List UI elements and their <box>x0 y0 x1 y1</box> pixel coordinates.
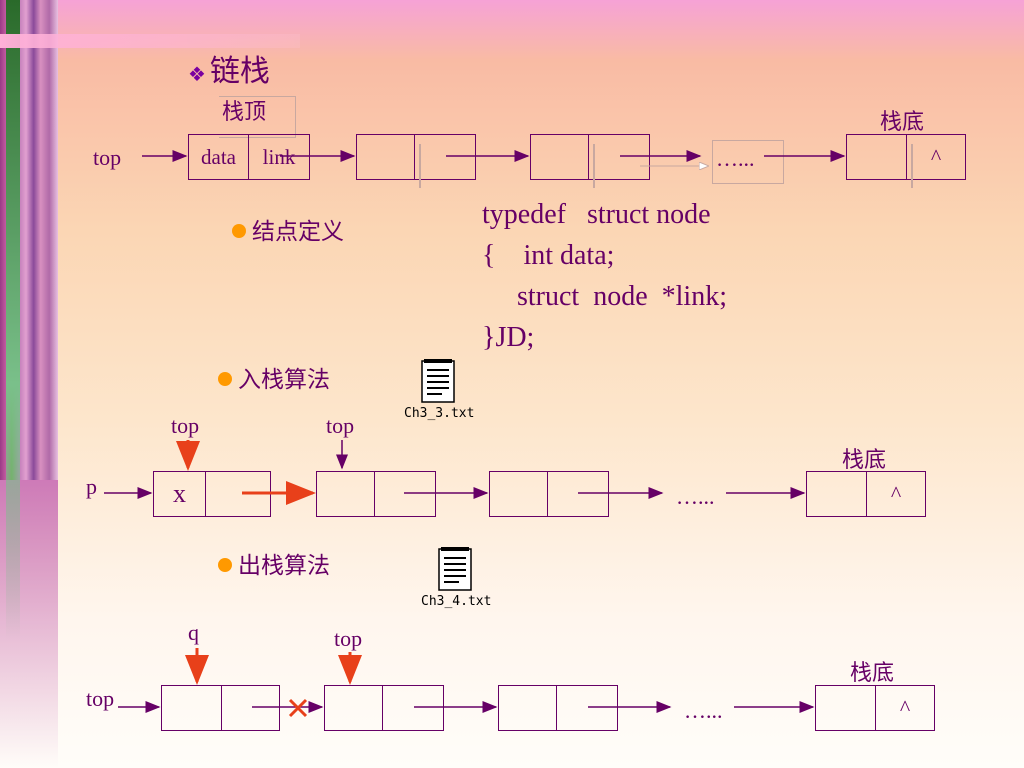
document-icon[interactable] <box>420 358 456 404</box>
data-field: data <box>189 135 249 179</box>
head-node: data link <box>188 134 310 180</box>
node-cell <box>499 686 557 730</box>
node-cell <box>807 472 867 516</box>
bullet-icon <box>218 371 232 386</box>
code-line: { int data; <box>482 240 615 271</box>
node-cell <box>375 472 435 516</box>
p-pointer-label: p <box>86 474 97 499</box>
push-heading: 入栈算法 <box>218 360 330 394</box>
node-cell <box>162 686 222 730</box>
node-cell <box>548 472 608 516</box>
node-cell <box>557 686 617 730</box>
push-node-2 <box>316 471 436 517</box>
tail-node: ^ <box>846 134 966 180</box>
pop-stack-bottom-label: 栈底 <box>850 661 895 686</box>
push-tail-node: ^ <box>806 471 926 517</box>
document-icon[interactable] <box>437 546 473 592</box>
popped-node <box>161 685 280 731</box>
code-line: struct node *link; <box>482 281 727 312</box>
top-label-new: top <box>171 413 200 438</box>
push-ellipsis: …... <box>676 484 715 509</box>
push-node-3 <box>489 471 609 517</box>
top-label-old: top <box>326 413 355 438</box>
node-cell <box>531 135 589 179</box>
ellipsis-box <box>712 140 784 184</box>
node-cell <box>490 472 548 516</box>
cross-icon <box>288 698 308 718</box>
null-field: ^ <box>930 144 942 169</box>
node-3 <box>530 134 650 180</box>
stack-top-box <box>219 96 296 138</box>
pop-top-left-label: top <box>86 686 115 711</box>
pop-ellipsis: …... <box>684 698 723 723</box>
decorative-top-strip <box>0 34 300 48</box>
node-cell <box>222 686 279 730</box>
pop-node-2 <box>324 685 444 731</box>
top-pointer-label: top <box>93 145 122 170</box>
push-file-caption[interactable]: Ch3_3.txt <box>404 406 475 421</box>
slide-title-text: 链栈 <box>209 54 270 89</box>
push-stack-bottom-label: 栈底 <box>842 448 887 473</box>
pop-label: 出栈算法 <box>238 553 330 579</box>
bullet-icon <box>218 557 232 572</box>
new-node: x <box>153 471 271 517</box>
node-2 <box>356 134 476 180</box>
pop-node-3 <box>498 685 618 731</box>
code-line: typedef struct node <box>482 199 711 230</box>
pop-tail-node: ^ <box>815 685 935 731</box>
stack-bottom-label: 栈底 <box>880 110 925 135</box>
pop-file-caption[interactable]: Ch3_4.txt <box>421 594 492 609</box>
link-field: link <box>262 144 296 169</box>
node-cell <box>415 135 475 179</box>
node-cell <box>816 686 876 730</box>
push-label: 入栈算法 <box>238 367 330 393</box>
node-definition-label: 结点定义 <box>252 219 344 245</box>
node-cell <box>325 686 383 730</box>
node-cell <box>383 686 443 730</box>
q-pointer-label: q <box>188 620 199 645</box>
code-line: }JD; <box>482 322 535 353</box>
decorative-side-bar <box>6 0 20 640</box>
node-cell <box>206 472 270 516</box>
slide-title: ❖链栈 <box>188 46 270 90</box>
node-definition-heading: 结点定义 <box>232 212 344 246</box>
node-cell <box>847 135 907 179</box>
diamond-bullet-icon: ❖ <box>188 62 206 86</box>
ellipsis: …... <box>716 146 755 171</box>
node-cell <box>357 135 415 179</box>
node-cell <box>589 135 649 179</box>
x-field: x <box>154 472 206 516</box>
stack-top-label: 栈顶 <box>222 100 267 125</box>
pop-heading: 出栈算法 <box>218 546 330 580</box>
pop-top-label: top <box>334 626 363 651</box>
code-block: typedef struct node { int data; struct no… <box>482 194 727 358</box>
node-cell <box>317 472 375 516</box>
null-field: ^ <box>890 481 902 506</box>
null-field: ^ <box>899 695 911 720</box>
bullet-icon <box>232 223 246 238</box>
